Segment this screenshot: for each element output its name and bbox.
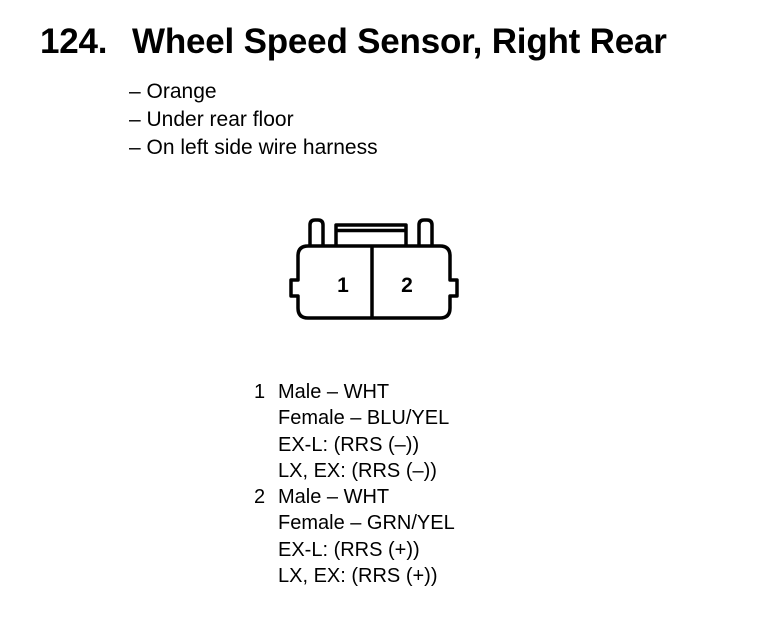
section-number: 124. — [40, 22, 108, 61]
component-name: Wheel Speed Sensor, Right Rear — [132, 22, 667, 61]
pin-assignments: 1 Male – WHT Female – BLU/YEL EX-L: (RRS… — [254, 379, 455, 589]
pin-circuit-lx-ex: LX, EX: (RRS (–)) — [278, 459, 437, 482]
pin-male-wire: Male – WHT — [278, 381, 390, 403]
detail-harness: – On left side wire harness — [129, 136, 378, 159]
pin-1: 1 Male – WHT Female – BLU/YEL EX-L: (RRS… — [254, 379, 455, 484]
page-title: 124. Wheel Speed Sensor, Right Rear — [40, 22, 667, 62]
detail-color: – Orange — [129, 80, 217, 103]
pin-male-wire: Male – WHT — [278, 486, 390, 509]
component-details: – Orange – Under rear floor – On left si… — [129, 78, 378, 162]
pin-circuit-exl: EX-L: (RRS (+)) — [278, 538, 420, 561]
terminal-1-label: 1 — [337, 274, 349, 297]
pin-female-wire: Female – GRN/YEL — [278, 512, 455, 535]
pin-circuit-lx-ex: LX, EX: (RRS (+)) — [278, 565, 438, 588]
pin-number: 2 — [254, 486, 266, 509]
pin-2: 2 Male – WHT Female – GRN/YEL EX-L: (RRS… — [254, 484, 455, 589]
pin-number: 1 — [254, 381, 266, 403]
pin-circuit-exl: EX-L: (RRS (–)) — [278, 433, 420, 456]
connector-body — [289, 218, 459, 320]
pin-female-wire: Female – BLU/YEL — [278, 407, 450, 430]
detail-location: – Under rear floor — [129, 108, 294, 131]
connector-diagram: 1 2 — [289, 218, 459, 320]
terminal-2-label: 2 — [401, 274, 413, 297]
